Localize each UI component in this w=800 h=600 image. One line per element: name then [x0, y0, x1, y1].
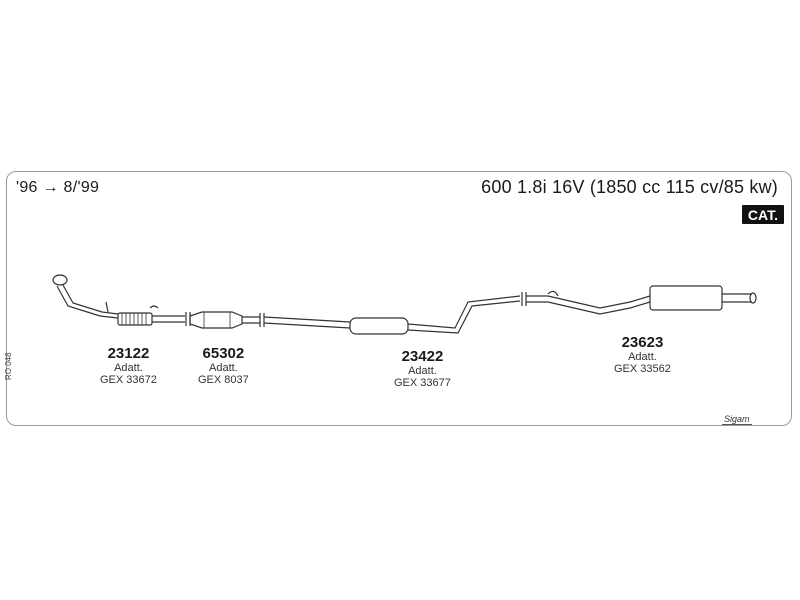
catalyst-seams — [203, 312, 231, 328]
part-number: 23422 — [401, 348, 444, 365]
catalyst-body — [189, 311, 243, 329]
flex-joint-ribs — [121, 313, 147, 325]
part-23422: 23422 Adatt. GEX 33677 — [394, 348, 451, 389]
catalyst-badge: CAT. — [741, 205, 784, 224]
side-reference-code: RO 048 — [4, 352, 13, 380]
pipe-to-catalyst — [152, 315, 185, 323]
brand-mark: Sigam — [722, 414, 752, 425]
part-adapt-label: Adatt. — [209, 362, 238, 374]
rear-flange — [521, 292, 527, 306]
part-23122: 23122 Adatt. GEX 33672 — [100, 345, 157, 386]
date-range: '96 → 8/'99 — [16, 179, 100, 196]
intermediate-pipe-front — [263, 316, 351, 329]
diagram-frame — [6, 171, 792, 426]
flex-joint — [117, 312, 153, 326]
part-number: 23623 — [621, 334, 664, 351]
bracket-right — [149, 305, 159, 309]
axle-pipe — [407, 295, 521, 334]
part-adapt-label: Adatt. — [628, 351, 657, 363]
rear-joint-pipe — [526, 295, 548, 303]
part-gex-code: GEX 33677 — [394, 377, 451, 389]
part-adapt-label: Adatt. — [408, 365, 437, 377]
catalyst-rear-flange — [259, 313, 265, 327]
part-23623: 23623 Adatt. GEX 33562 — [614, 334, 671, 375]
bracket-left — [105, 301, 109, 313]
part-65302: 65302 Adatt. GEX 8037 — [198, 345, 249, 386]
manifold-flange — [52, 274, 68, 286]
vehicle-model: 600 1.8i 16V (1850 cc 115 cv/85 kw) — [481, 177, 778, 197]
tail-pipe-end — [749, 292, 757, 304]
center-silencer — [349, 317, 409, 335]
catalyst-outlet — [242, 316, 260, 324]
rear-pipe — [547, 295, 651, 315]
part-number: 65302 — [202, 345, 245, 362]
rear-hanger — [547, 290, 559, 297]
part-adapt-label: Adatt. — [114, 362, 143, 374]
front-pipe-lower — [62, 284, 119, 315]
part-gex-code: GEX 8037 — [198, 374, 249, 386]
part-gex-code: GEX 33672 — [100, 374, 157, 386]
tail-pipe — [722, 293, 752, 303]
front-pipe-upper — [56, 285, 119, 319]
rear-silencer — [649, 285, 723, 311]
part-number: 23122 — [107, 345, 150, 362]
part-gex-code: GEX 33562 — [614, 363, 671, 375]
